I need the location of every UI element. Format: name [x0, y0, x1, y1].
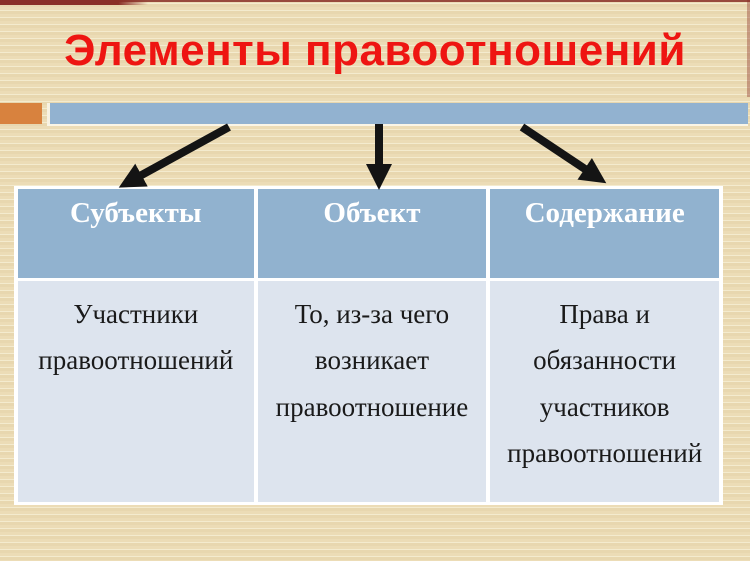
- table-row: Участники правоотношений То, из-за чего …: [18, 281, 719, 502]
- cell-subjects-definition: Участники правоотношений: [18, 281, 254, 502]
- right-edge-accent: [747, 0, 750, 97]
- header-cell-subjects: Субъекты: [18, 189, 254, 278]
- top-border-accent: [0, 0, 148, 5]
- table-header-row: Субъекты Объект Содержание: [18, 189, 719, 278]
- header-cell-object: Объект: [257, 189, 487, 278]
- arrow-down-left-icon: [118, 123, 231, 188]
- accent-bar-row: [0, 103, 750, 124]
- slide-title: Элементы правоотношений: [64, 26, 686, 75]
- header-cell-content: Содержание: [490, 189, 719, 278]
- cell-object-definition: То, из-за чего возникает правоотношение: [257, 281, 487, 502]
- elements-table: Субъекты Объект Содержание Участники пра…: [14, 186, 723, 505]
- top-border-line: [0, 0, 750, 2]
- orange-accent-bar: [0, 103, 42, 124]
- cell-content-definition: Права и обязанности участников правоотно…: [490, 281, 719, 502]
- arrow-down-right-icon: [519, 123, 607, 184]
- blue-divider-bar: [47, 103, 748, 124]
